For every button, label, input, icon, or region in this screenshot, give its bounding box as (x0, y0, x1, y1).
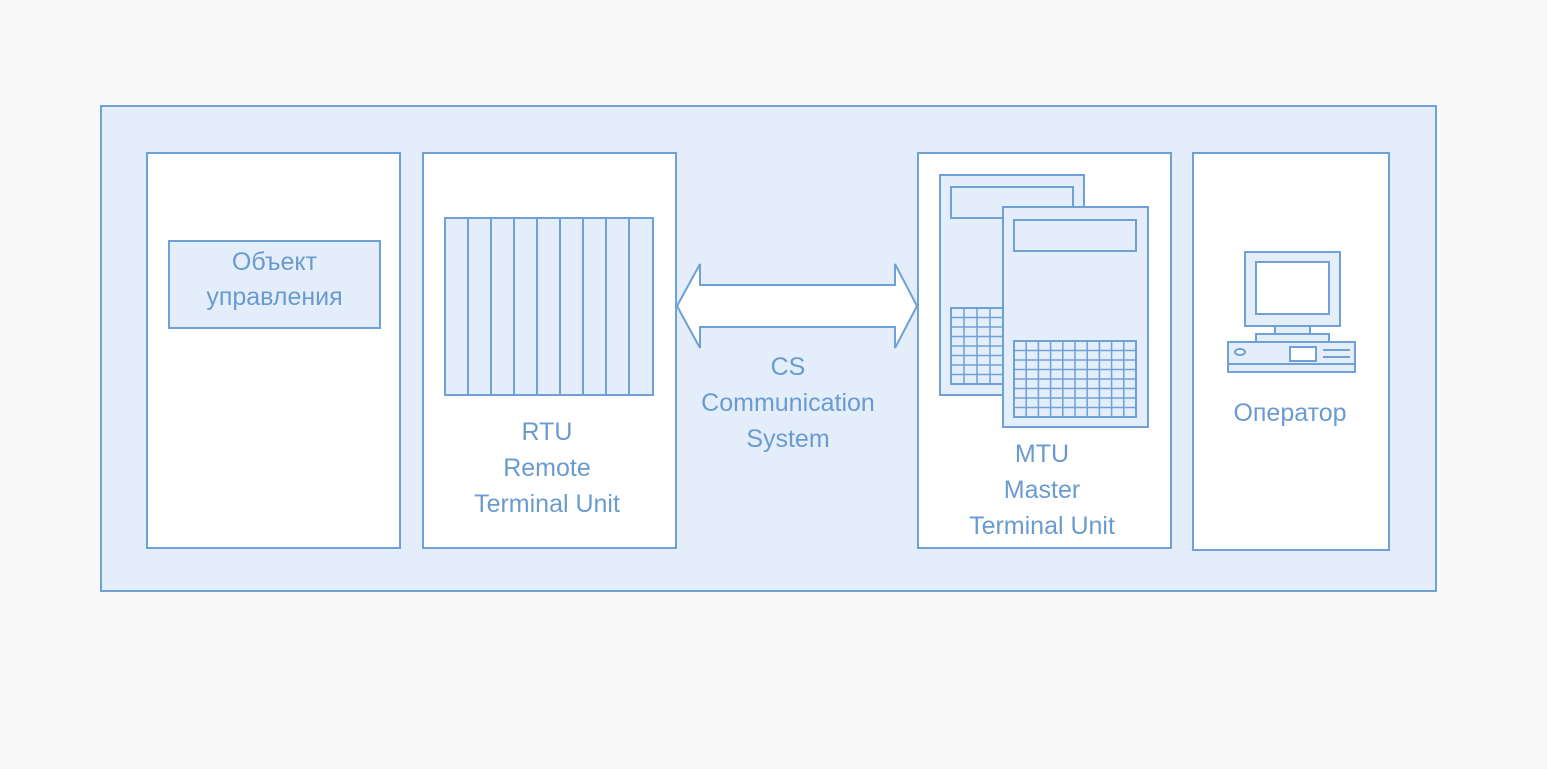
mtu-label-line3: Terminal Unit (969, 512, 1115, 540)
operator-computer-icon (1227, 251, 1356, 373)
control-object-label-line1: Объект (231, 248, 318, 276)
control-object-label-line2: управления (206, 283, 343, 311)
rtu-label: RTU Remote Terminal Unit (422, 414, 672, 522)
operator-label-text: Оператор (1233, 399, 1347, 427)
mtu-server-icon (939, 174, 1149, 428)
rtu-label-line3: Terminal Unit (474, 490, 620, 518)
rtu-rack-icon (444, 217, 654, 396)
rtu-label-line2: Remote (503, 454, 591, 482)
mtu-label-line1: MTU (1014, 440, 1070, 468)
control-object-box (168, 240, 381, 329)
cs-label-line2: Communication (701, 389, 875, 417)
object-panel (146, 152, 401, 549)
double-arrow-icon (675, 263, 919, 349)
mtu-keypad-grid (951, 308, 1136, 417)
mtu-label: MTU Master Terminal Unit (917, 436, 1167, 544)
mtu-label-line2: Master (1003, 476, 1081, 504)
cs-label-line1: CS (770, 353, 806, 381)
communication-system-label: CS Communication System (677, 349, 899, 457)
operator-label: Оператор (1192, 395, 1388, 431)
rtu-label-line1: RTU (521, 418, 573, 446)
control-object-label: Объект управления (168, 245, 381, 315)
cs-label-line3: System (746, 425, 830, 453)
